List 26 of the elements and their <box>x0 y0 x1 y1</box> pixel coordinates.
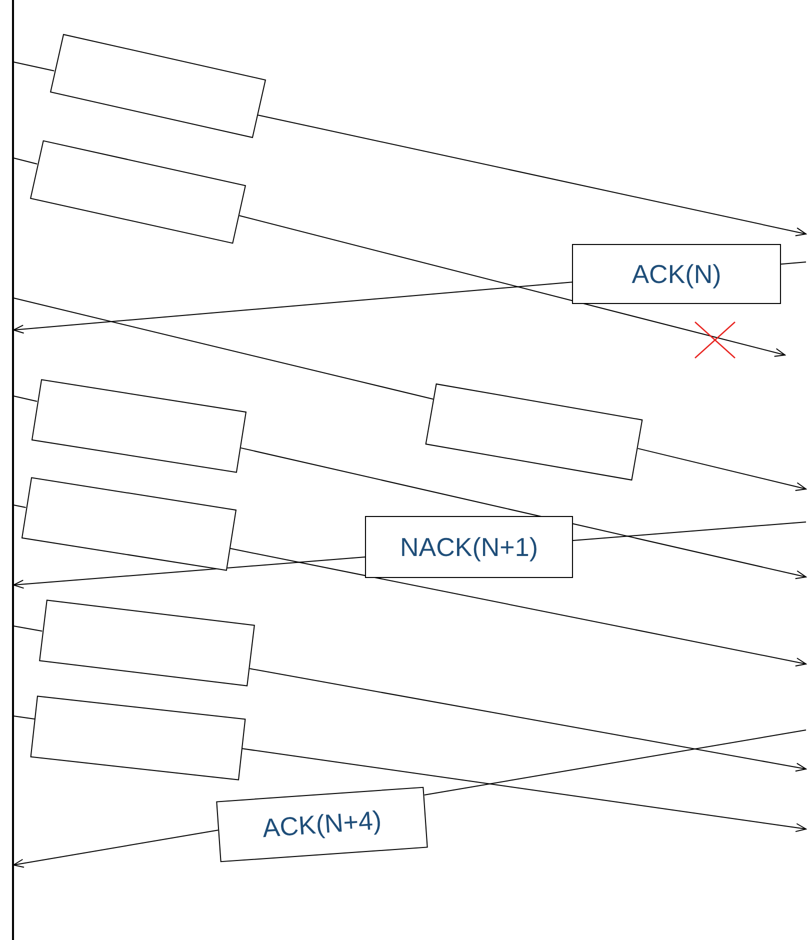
message-label: ACK(N+4) <box>261 804 383 844</box>
connector-line <box>13 716 35 720</box>
connector-line <box>13 298 434 400</box>
arrow <box>242 748 806 832</box>
lifeline <box>12 0 14 940</box>
message-box <box>365 516 573 578</box>
connector-line <box>13 62 55 72</box>
arrow <box>256 114 806 236</box>
arrow <box>248 668 806 772</box>
connector-line <box>13 626 43 632</box>
connector-line <box>424 730 806 796</box>
message-box <box>572 244 781 304</box>
arrow <box>13 282 572 334</box>
connector-line <box>13 158 38 165</box>
connector-line <box>13 504 26 508</box>
connector-line <box>780 262 806 265</box>
connector-line <box>572 522 806 542</box>
arrow <box>13 556 366 589</box>
arrow <box>229 548 806 666</box>
arrow <box>637 448 806 492</box>
arrow <box>238 215 786 357</box>
arrow <box>240 447 806 580</box>
message-label: ACK(N) <box>632 258 722 290</box>
arrow <box>13 830 219 868</box>
connector-line <box>13 396 38 402</box>
message-label: NACK(N+1) <box>400 532 538 562</box>
